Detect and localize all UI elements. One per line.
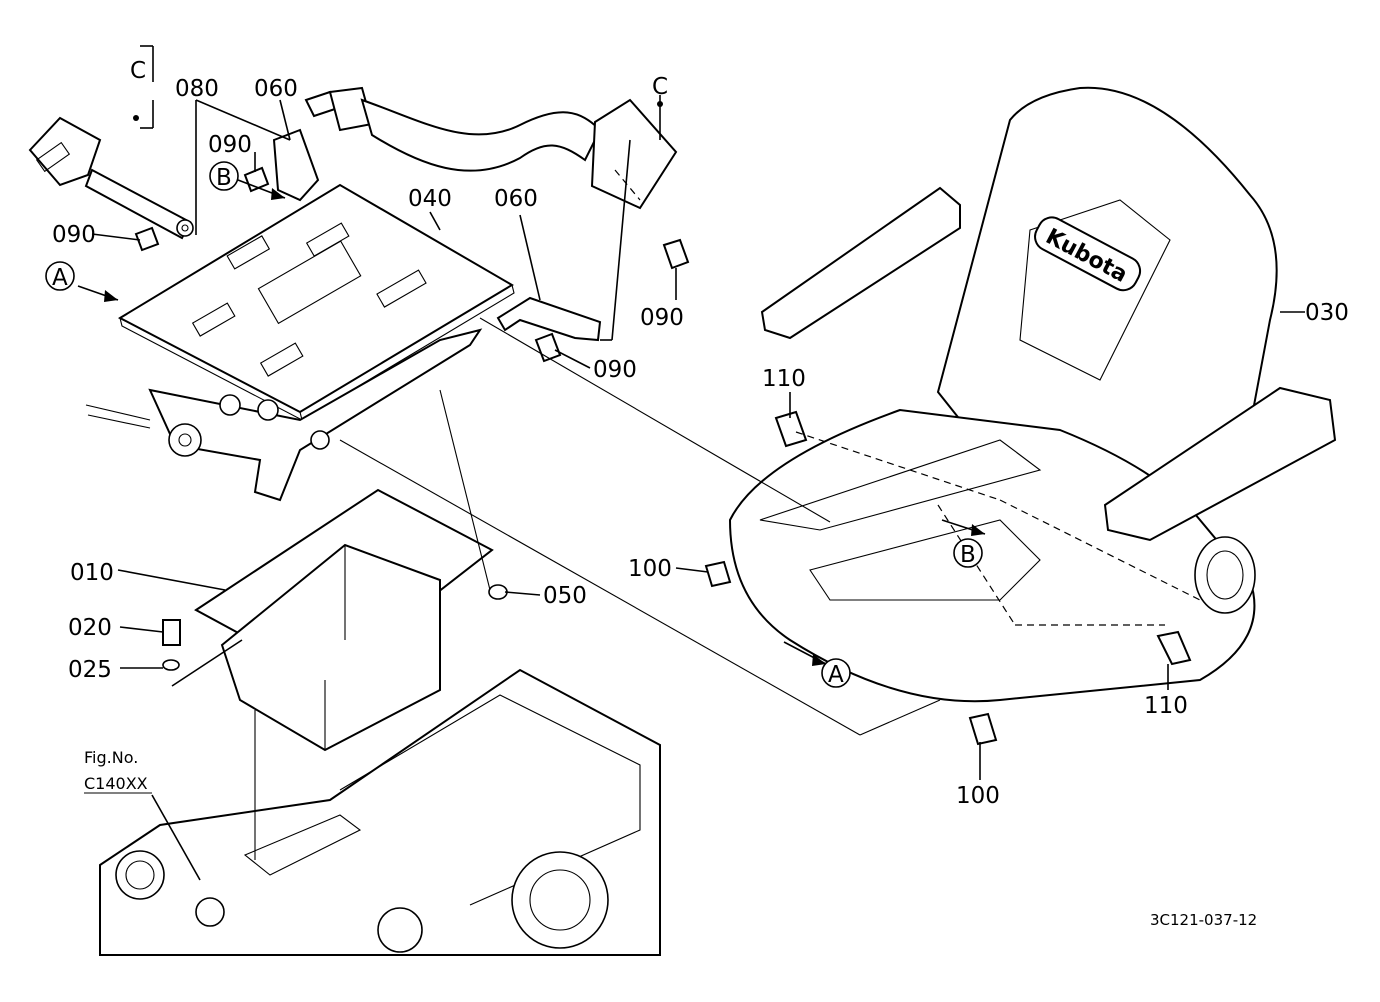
direction-arrows bbox=[77, 179, 986, 666]
callout-050: 050 bbox=[543, 583, 587, 609]
callout-110-top: 110 bbox=[762, 366, 806, 392]
callout-110-bottom: 110 bbox=[1144, 693, 1188, 719]
hidden-lines bbox=[795, 431, 1201, 626]
bracket-060 bbox=[496, 296, 602, 342]
seat-assembly: Kubota bbox=[728, 86, 1337, 703]
ref-b-top: B bbox=[216, 165, 232, 191]
fig-ref-line1: Fig.No. bbox=[84, 748, 138, 767]
leader-lines bbox=[91, 45, 1305, 881]
callout-100-bottom: 100 bbox=[956, 783, 1000, 809]
callout-010: 010 bbox=[70, 560, 114, 586]
ref-a-left: A bbox=[52, 265, 68, 291]
bolts-and-nuts bbox=[134, 166, 1192, 746]
part-callouts: 080 060 090 090 040 060 090 090 030 110 … bbox=[52, 76, 1349, 809]
seat-suspension-frame bbox=[85, 183, 515, 502]
diagram-id: 3C121-037-12 bbox=[1150, 911, 1257, 929]
seat-belt-strap bbox=[304, 86, 678, 210]
seat-pan-plate bbox=[194, 488, 494, 752]
callout-100-left: 100 bbox=[628, 556, 672, 582]
callout-090-mid: 090 bbox=[593, 357, 637, 383]
callout-090-top: 090 bbox=[208, 132, 252, 158]
reference-letters: A B B A C C bbox=[52, 58, 976, 688]
callout-030: 030 bbox=[1305, 300, 1349, 326]
ref-circles bbox=[45, 101, 983, 688]
seat-belt-buckle bbox=[28, 116, 194, 240]
callout-060-right: 060 bbox=[494, 186, 538, 212]
callout-090-left: 090 bbox=[52, 222, 96, 248]
callout-025: 025 bbox=[68, 657, 112, 683]
ref-c-right: C bbox=[652, 74, 668, 100]
callout-020: 020 bbox=[68, 615, 112, 641]
fig-ref-line2: C140XX bbox=[84, 774, 148, 793]
bracket-080 bbox=[272, 128, 320, 202]
ref-b-seat: B bbox=[960, 542, 976, 568]
callout-080: 080 bbox=[175, 76, 219, 102]
figure-reference: Fig.No. C140XX bbox=[84, 748, 152, 794]
callout-060-top: 060 bbox=[254, 76, 298, 102]
ref-a-seat: A bbox=[828, 662, 844, 688]
transmission-case bbox=[99, 668, 661, 956]
callout-090-right: 090 bbox=[640, 305, 684, 331]
callout-040: 040 bbox=[408, 186, 452, 212]
ref-c-left: C bbox=[130, 58, 146, 84]
